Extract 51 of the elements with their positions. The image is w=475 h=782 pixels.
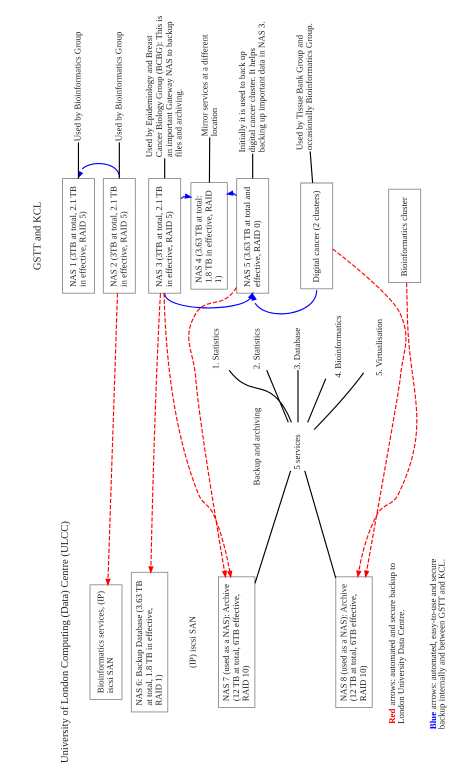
arrow [180, 193, 192, 200]
legend-label: Red arrows: automated and secure backup to London University Data Centre. [386, 562, 406, 724]
label: Backup and archiving [250, 408, 261, 486]
node-box: NAS 7 (used as a NAS): Archive (12 TB at total, 6TB effective, RAID 10) [218, 576, 255, 708]
node-box: Bioinformatics services, (IP) iscsi SAN [89, 584, 122, 700]
node-text: 4. Bioinformatics [332, 316, 343, 378]
node-text: 5. Virtualisation [374, 318, 384, 376]
arrow [188, 287, 237, 578]
label: University of London Computing (Data) Centre (ULCC) [59, 521, 70, 764]
node-text: Used by Epidemiology and Breast Cancer Biology Group (BCBG): This is an important Gateway NAS to backup files and archiving. [144, 16, 184, 158]
connector [208, 137, 210, 182]
node-box: NAS 1 (3TB at total, 2.1 TB in effective, RAID 5) [62, 178, 94, 294]
node-text: 5 services [292, 434, 302, 470]
label: GSTT and KCL [32, 202, 43, 270]
arrow [332, 248, 406, 578]
node-text: Mirror services at a different location [198, 34, 219, 136]
node-box: Digital cancer (2 clusters) [300, 182, 333, 290]
connector [313, 372, 364, 430]
node-text: Used by Tissue Bank Group and occasionally Bioinformatics Group. [294, 23, 314, 150]
node-box: NAS 3 (3TB at total, 2.1 TB in effective, RAID 5) [148, 178, 181, 294]
node-text: 1. Statistics [210, 328, 220, 370]
connector [77, 142, 79, 178]
arrow [225, 190, 236, 196]
node-box: Bioinformatics cluster [388, 188, 421, 283]
arrow [251, 290, 317, 314]
connector [254, 470, 291, 584]
arrow [104, 293, 118, 586]
connector [228, 370, 292, 423]
connector [309, 151, 313, 183]
legend-label: Blue arrows: automated, easy-to-use and secure backup internally and between GSTT and KCL. [427, 558, 446, 730]
connector [164, 158, 165, 178]
connector [266, 370, 288, 423]
node-text: 3. Database [292, 328, 302, 370]
connector [306, 378, 326, 423]
connector [296, 370, 298, 422]
node-text: Used by Bioinformatics Group [113, 32, 124, 142]
node-box: NAS 2 (3TB at total, 2.1 TB in effective, RAID 5) [102, 178, 136, 294]
label: (IP) iscsi SAN [186, 616, 197, 668]
arrow [356, 282, 417, 578]
connector [252, 154, 253, 178]
node-box: NAS 6: Backup Database (3.63 TB at total, 1.8 TB in effective, RAID 1) [130, 572, 168, 712]
node-text: Initially it is used to back up digital cancer cluster. It helps backing up important data in NAS 3. [236, 21, 266, 152]
connector [118, 142, 120, 178]
arrow [148, 293, 161, 574]
node-text: Used by Bioinformatics Group [72, 32, 82, 142]
node-box: NAS 8 (used as a NAS): Archive (12 TB at total, 6TB effective, RAID 10) [334, 576, 372, 708]
node-box: NAS 5 (3.63 TB at total and effective, RAID 0) [236, 178, 269, 294]
node-text: 2. Statistics [250, 328, 261, 370]
node-box: NAS 4 (3.63 TB at total: 1.8 TB in effective, RAID 1) [190, 182, 228, 290]
arrow [162, 293, 232, 578]
connector [304, 470, 336, 578]
